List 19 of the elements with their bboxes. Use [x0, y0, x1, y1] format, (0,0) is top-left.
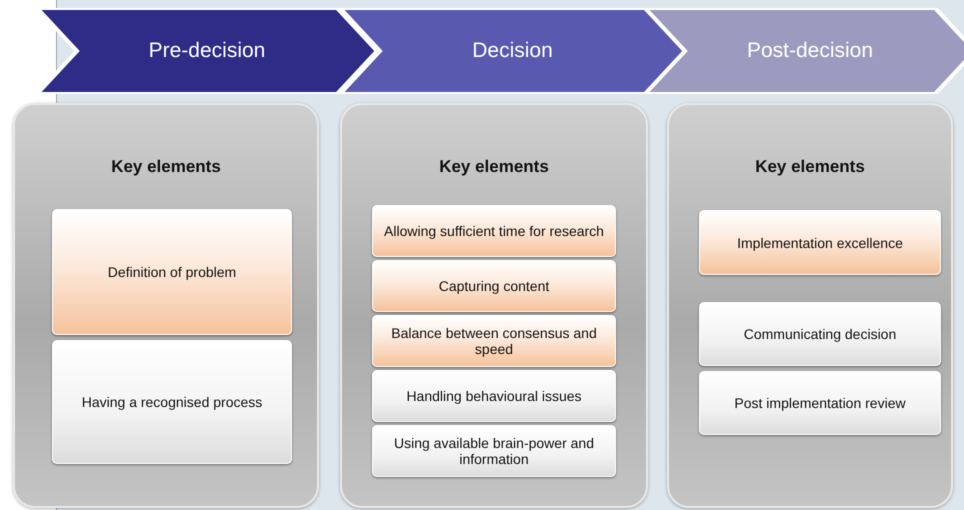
stage-label: Decision [472, 39, 553, 63]
element-box: Post implementation review [699, 371, 941, 435]
element-box: Implementation excellence [699, 210, 941, 275]
element-box: Having a recognised process [52, 340, 292, 464]
stage-label: Pre-decision [148, 39, 266, 63]
element-box: Handling behavioural issues [372, 370, 616, 422]
element-box: Definition of problem [52, 209, 292, 335]
element-box: Capturing content [372, 260, 616, 312]
stage-panel [13, 103, 319, 508]
stage-panel [340, 103, 648, 508]
element-box: Allowing sufficient time for research [372, 205, 616, 257]
stage-panel [667, 103, 953, 508]
stage-label: Post-decision [746, 39, 874, 63]
element-box: Balance between consensus and speed [372, 315, 616, 367]
panel-heading: Key elements [754, 157, 866, 177]
panel-heading: Key elements [438, 157, 550, 177]
element-box: Using available brain-power and information [372, 425, 616, 477]
element-box: Communicating decision [699, 302, 941, 366]
panel-heading: Key elements [110, 157, 222, 177]
